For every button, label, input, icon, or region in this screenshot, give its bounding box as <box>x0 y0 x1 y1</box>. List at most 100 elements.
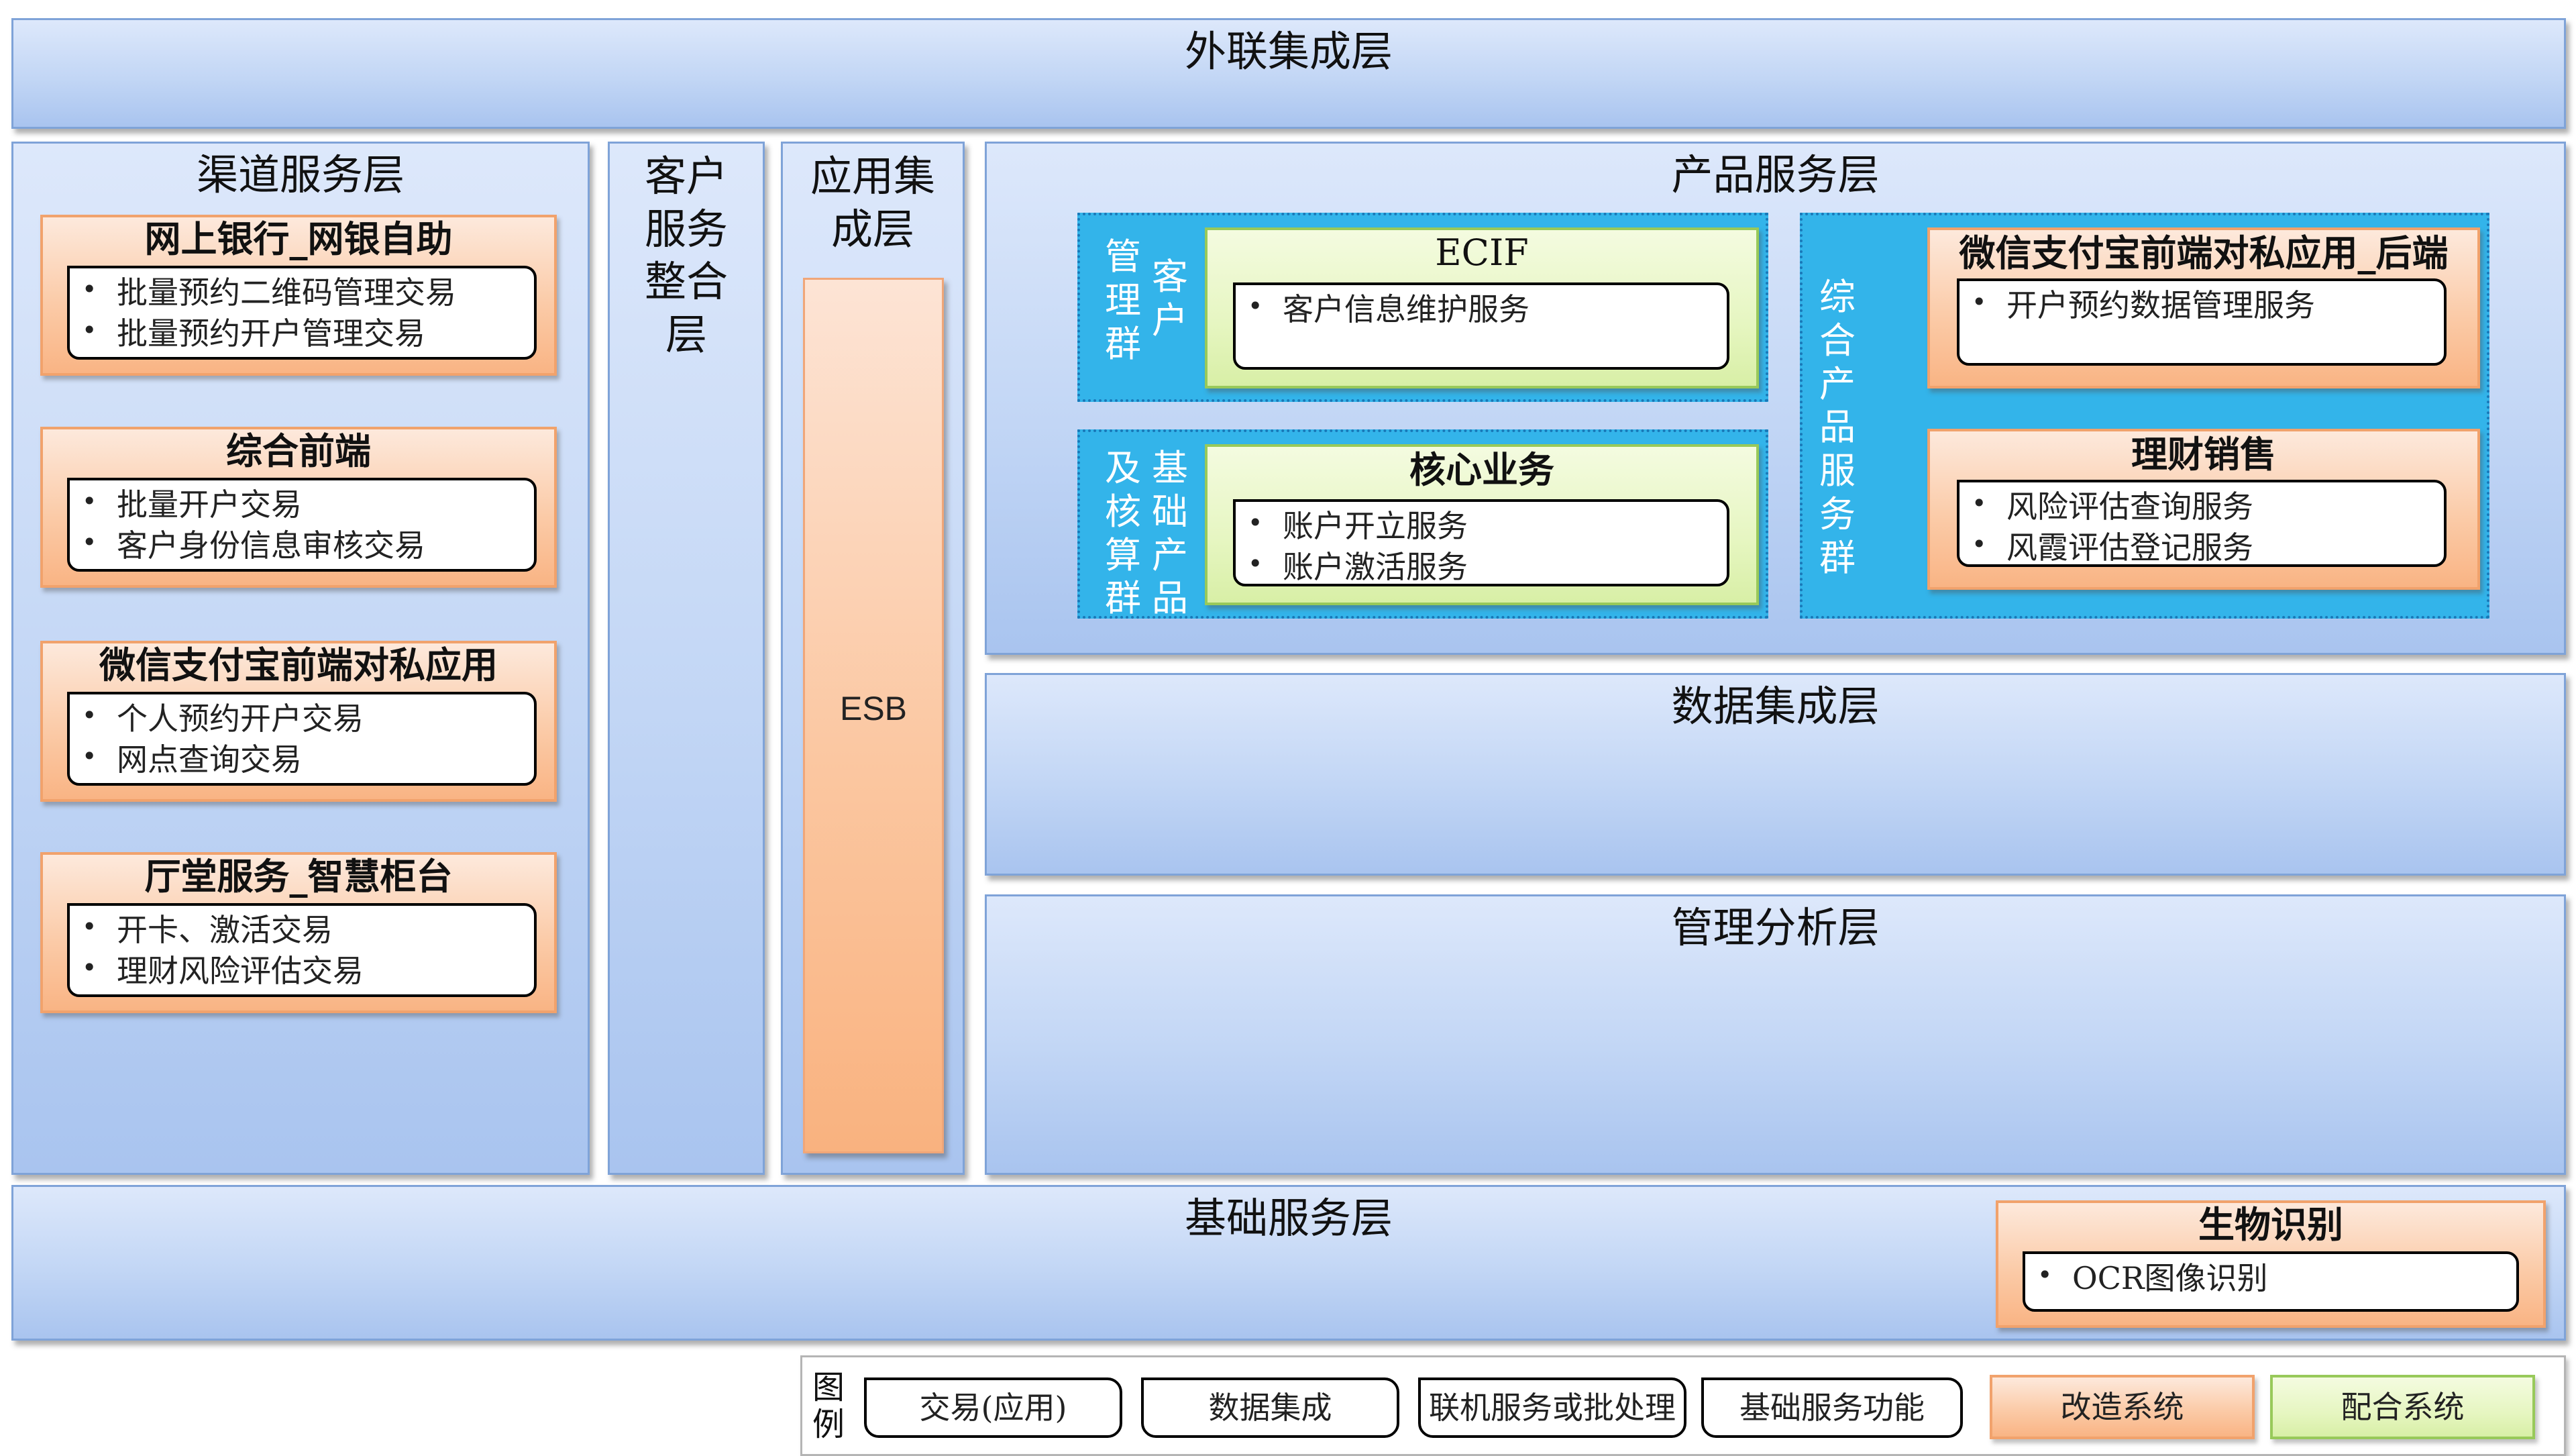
system-title: 综合前端 <box>226 429 371 472</box>
group-label-char: 产 <box>1152 533 1188 576</box>
function-item: 客户信息维护服务 <box>1248 289 1727 330</box>
title-line: 客户 <box>644 152 728 201</box>
group-label-char: 理 <box>1105 278 1141 321</box>
legend-item-base-function: 基础服务功能 <box>1701 1377 1963 1438</box>
group-label-col: 基 础 产 品 <box>1150 447 1190 621</box>
group-label-char: 品 <box>1152 577 1188 620</box>
function-item: 账户开立服务 <box>1248 506 1727 547</box>
function-item: 网点查询交易 <box>82 739 534 780</box>
function-box: 风险评估查询服务 风霞评估登记服务 <box>1957 480 2447 567</box>
function-item: 个人预约开户交易 <box>82 698 534 739</box>
base-service-layer: 基础服务层 生物识别 OCR图像识别 <box>11 1185 2566 1341</box>
function-item: 账户激活服务 <box>1248 547 1727 588</box>
external-integration-layer-title: 外联集成层 <box>1184 27 1393 76</box>
system-title: 微信支付宝前端对私应用 <box>99 643 498 686</box>
legend: 图 例 交易(应用) 数据集成 联机服务或批处理 基础服务功能 改造系统 配合系… <box>800 1355 2566 1456</box>
title-line: 应用集 <box>810 152 935 201</box>
function-item: 批量开户交易 <box>82 484 534 525</box>
group-label-char: 品 <box>1819 406 1856 449</box>
channel-system-smart-counter: 厅堂服务_智慧柜台 开卡、激活交易 理财风险评估交易 <box>40 852 557 1013</box>
function-item: 开户预约数据管理服务 <box>1972 285 2444 326</box>
system-title: 核心业务 <box>1409 448 1554 491</box>
group-label-char: 群 <box>1105 577 1141 620</box>
title-line: 服务 <box>644 204 728 254</box>
function-box: 批量预约二维码管理交易 批量预约开户管理交易 <box>67 266 537 360</box>
customer-management-group: 客 户 管 理 群 ECIF 客户信息维护服务 <box>1077 213 1768 402</box>
legend-cooperating-system: 配合系统 <box>2270 1375 2535 1439</box>
function-item: 风霞评估登记服务 <box>1972 527 2444 568</box>
customer-service-integration-layer: 客户 服务 整合 层 <box>608 142 765 1175</box>
group-label-char: 综 <box>1819 276 1856 318</box>
system-wealth-sales: 理财销售 风险评估查询服务 风霞评估登记服务 <box>1927 429 2480 590</box>
function-box: 开户预约数据管理服务 <box>1957 278 2447 366</box>
function-item: 理财风险评估交易 <box>82 951 534 992</box>
system-title: ECIF <box>1435 231 1529 274</box>
group-label-char: 础 <box>1152 490 1188 533</box>
legend-label: 图 例 <box>812 1369 845 1443</box>
channel-system-integrated-frontend: 综合前端 批量开户交易 客户身份信息审核交易 <box>40 427 557 588</box>
esb-label: ESB <box>839 690 908 727</box>
group-label-char: 基 <box>1152 447 1188 489</box>
system-title: 理财销售 <box>2131 433 2276 476</box>
group-label-char: 服 <box>1819 450 1856 492</box>
product-service-layer: 产品服务层 客 户 管 理 群 ECIF 客户信息维护服务 基 础 产 品 <box>985 142 2566 655</box>
function-box: OCR图像识别 <box>2023 1251 2519 1312</box>
customer-service-integration-layer-title: 客户 服务 整合 层 <box>610 150 763 362</box>
group-label-char: 户 <box>1152 299 1188 342</box>
channel-system-wechat-alipay-frontend: 微信支付宝前端对私应用 个人预约开户交易 网点查询交易 <box>40 641 557 802</box>
system-title: 厅堂服务_智慧柜台 <box>144 855 453 898</box>
system-core-business: 核心业务 账户开立服务 账户激活服务 <box>1205 444 1759 605</box>
group-label-char: 核 <box>1105 490 1141 533</box>
integrated-product-service-group: 综 合 产 品 服 务 群 微信支付宝前端对私应用_后端 开户预约数据管理服务 … <box>1800 213 2489 619</box>
system-title: 微信支付宝前端对私应用_后端 <box>1959 231 2449 274</box>
product-service-layer-title: 产品服务层 <box>1671 150 1880 199</box>
group-label-char: 算 <box>1105 533 1141 576</box>
function-box: 客户信息维护服务 <box>1233 282 1729 370</box>
group-label-col: 客 户 <box>1150 256 1190 343</box>
function-item: 批量预约开户管理交易 <box>82 313 534 354</box>
function-item: OCR图像识别 <box>2037 1258 2516 1299</box>
system-title: 网上银行_网银自助 <box>144 217 453 260</box>
channel-service-layer-title: 渠道服务层 <box>196 150 405 199</box>
group-label-char: 群 <box>1105 322 1141 365</box>
channel-system-online-banking: 网上银行_网银自助 批量预约二维码管理交易 批量预约开户管理交易 <box>40 215 557 376</box>
legend-item-transaction: 交易(应用) <box>864 1377 1122 1438</box>
esb-bar: ESB <box>803 278 944 1153</box>
application-integration-layer: 应用集 成层 ESB <box>781 142 965 1175</box>
group-label-char: 务 <box>1819 492 1856 535</box>
function-box: 个人预约开户交易 网点查询交易 <box>67 692 537 786</box>
function-box: 账户开立服务 账户激活服务 <box>1233 499 1729 586</box>
legend-label-char: 图 <box>812 1369 845 1406</box>
data-integration-layer-title: 数据集成层 <box>1671 682 1880 731</box>
group-label-char: 合 <box>1819 319 1856 362</box>
group-label-char: 产 <box>1819 362 1856 405</box>
group-label-char: 群 <box>1819 536 1856 579</box>
data-integration-layer: 数据集成层 <box>985 673 2566 876</box>
legend-item-data-integration: 数据集成 <box>1141 1377 1399 1438</box>
legend-label-char: 例 <box>812 1406 845 1444</box>
function-item: 开卡、激活交易 <box>82 910 534 951</box>
base-service-layer-title: 基础服务层 <box>1184 1194 1393 1243</box>
external-integration-layer: 外联集成层 <box>11 18 2566 129</box>
application-integration-layer-title: 应用集 成层 <box>783 150 963 256</box>
group-label-col: 管 理 群 <box>1103 236 1143 366</box>
function-item: 批量预约二维码管理交易 <box>82 272 534 313</box>
management-analysis-layer: 管理分析层 <box>985 894 2566 1175</box>
function-item: 风险评估查询服务 <box>1972 486 2444 527</box>
title-line: 层 <box>665 310 707 360</box>
system-biometric: 生物识别 OCR图像识别 <box>1996 1200 2546 1328</box>
function-item: 客户身份信息审核交易 <box>82 525 534 566</box>
legend-modified-system: 改造系统 <box>1990 1375 2255 1439</box>
group-label-char: 管 <box>1105 236 1141 278</box>
function-box: 开卡、激活交易 理财风险评估交易 <box>67 903 537 997</box>
title-line: 整合 <box>644 257 728 307</box>
group-label-col: 及 核 算 群 <box>1103 447 1143 621</box>
group-label-char: 及 <box>1105 447 1141 489</box>
function-box: 批量开户交易 客户身份信息审核交易 <box>67 478 537 572</box>
management-analysis-layer-title: 管理分析层 <box>1671 903 1880 952</box>
title-line: 成层 <box>830 204 914 254</box>
core-product-accounting-group: 基 础 产 品 及 核 算 群 核心业务 账户开立服务 账户激活服务 <box>1077 429 1768 619</box>
group-label-col: 综 合 产 品 服 务 群 <box>1817 276 1858 580</box>
legend-item-online-batch: 联机服务或批处理 <box>1418 1377 1686 1438</box>
system-ecif: ECIF 客户信息维护服务 <box>1205 227 1759 388</box>
